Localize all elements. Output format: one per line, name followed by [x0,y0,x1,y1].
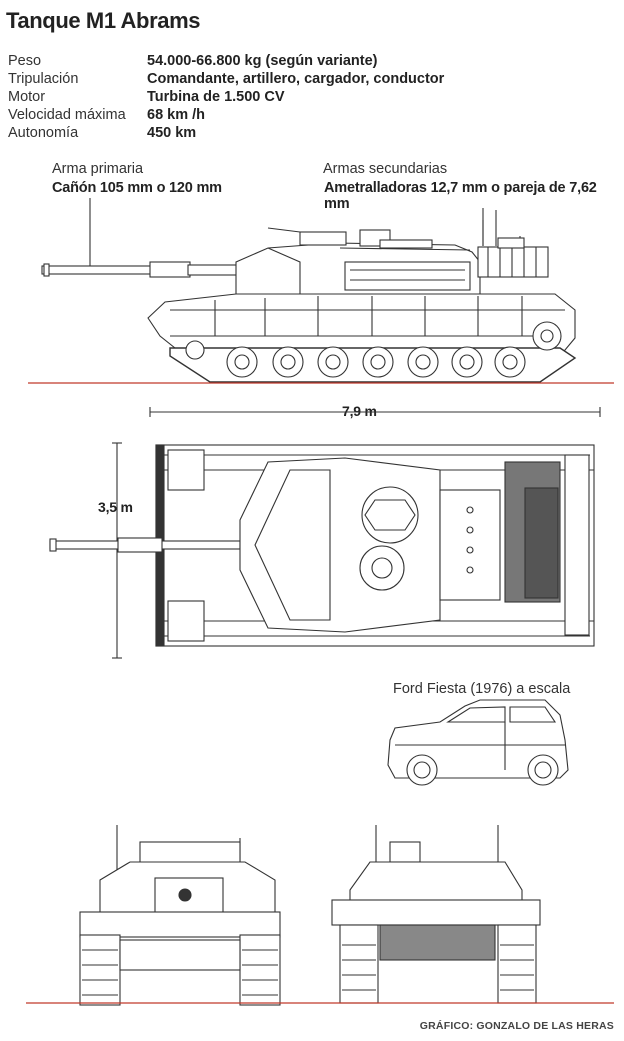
spec-row-speed: Velocidad máxima 68 km /h [8,106,444,124]
ford-fiesta-side-view [387,699,569,786]
primary-weapon-label: Arma primaria [52,161,144,177]
spec-label: Tripulación [8,71,79,87]
loader-hatch [359,545,405,591]
secondary-weapon-label: Armas secundarias [323,161,448,177]
rear-right-track [497,924,537,1004]
spec-row-weight: Peso 54.000-66.800 kg (según variante) [8,52,444,70]
turret-top [239,457,441,633]
commander-cupola [299,231,347,246]
spec-value: 68 km /h [147,107,206,123]
secondary-weapon-value: Ametralladoras 12,7 mm o pareja de 7,62 … [324,180,597,212]
tank-front-view [79,825,281,1006]
tank-top-view [49,444,595,647]
spec-row-range: Autonomía 450 km [8,124,444,142]
rear-exhaust-grille [379,924,496,961]
spec-row-engine: Motor Turbina de 1.500 CV [8,88,444,106]
width-dimension-label: 3,5 m [98,497,133,517]
machine-gun [267,227,301,233]
road-wheels [185,321,562,378]
spec-table: Peso 54.000-66.800 kg (según variante) T… [8,52,444,142]
spec-value: 450 km [147,125,197,141]
page-title: Tanque M1 Abrams [6,8,201,33]
spec-label: Peso [8,53,42,69]
graphic-credit: GRÁFICO: GONZALO DE LAS HERAS [419,1020,614,1032]
spec-label: Velocidad máxima [8,107,126,123]
rear-left-track [339,924,379,1004]
gun-barrel [41,265,153,275]
spec-value: Comandante, artillero, cargador, conduct… [147,71,445,87]
length-dimension-label: 7,9 m [338,403,381,419]
tank-side-view [41,198,577,383]
spec-value: 54.000-66.800 kg (según variante) [147,53,378,69]
car-scale-label: Ford Fiesta (1976) a escala [393,681,571,697]
spec-label: Autonomía [8,125,79,141]
commander-hatch [361,486,419,544]
spec-row-crew: Tripulación Comandante, artillero, carga… [8,70,444,88]
length-dimension-line [149,407,601,417]
car-body [387,699,569,779]
bore-evacuator [149,261,191,278]
spec-value: Turbina de 1.500 CV [147,89,285,105]
primary-weapon-value: Cañón 105 mm o 120 mm [52,180,222,196]
front-right-track [239,934,281,1006]
spec-label: Motor [8,89,46,105]
rear-hull [331,899,541,926]
front-hull [79,911,281,938]
tank-rear-view [331,825,541,1004]
rear-turret [349,861,523,906]
width-dimension-line [112,442,122,659]
engine-deck [439,489,501,601]
car-rear-wheel [527,754,559,786]
front-left-track [79,934,121,1006]
car-front-wheel [406,754,438,786]
